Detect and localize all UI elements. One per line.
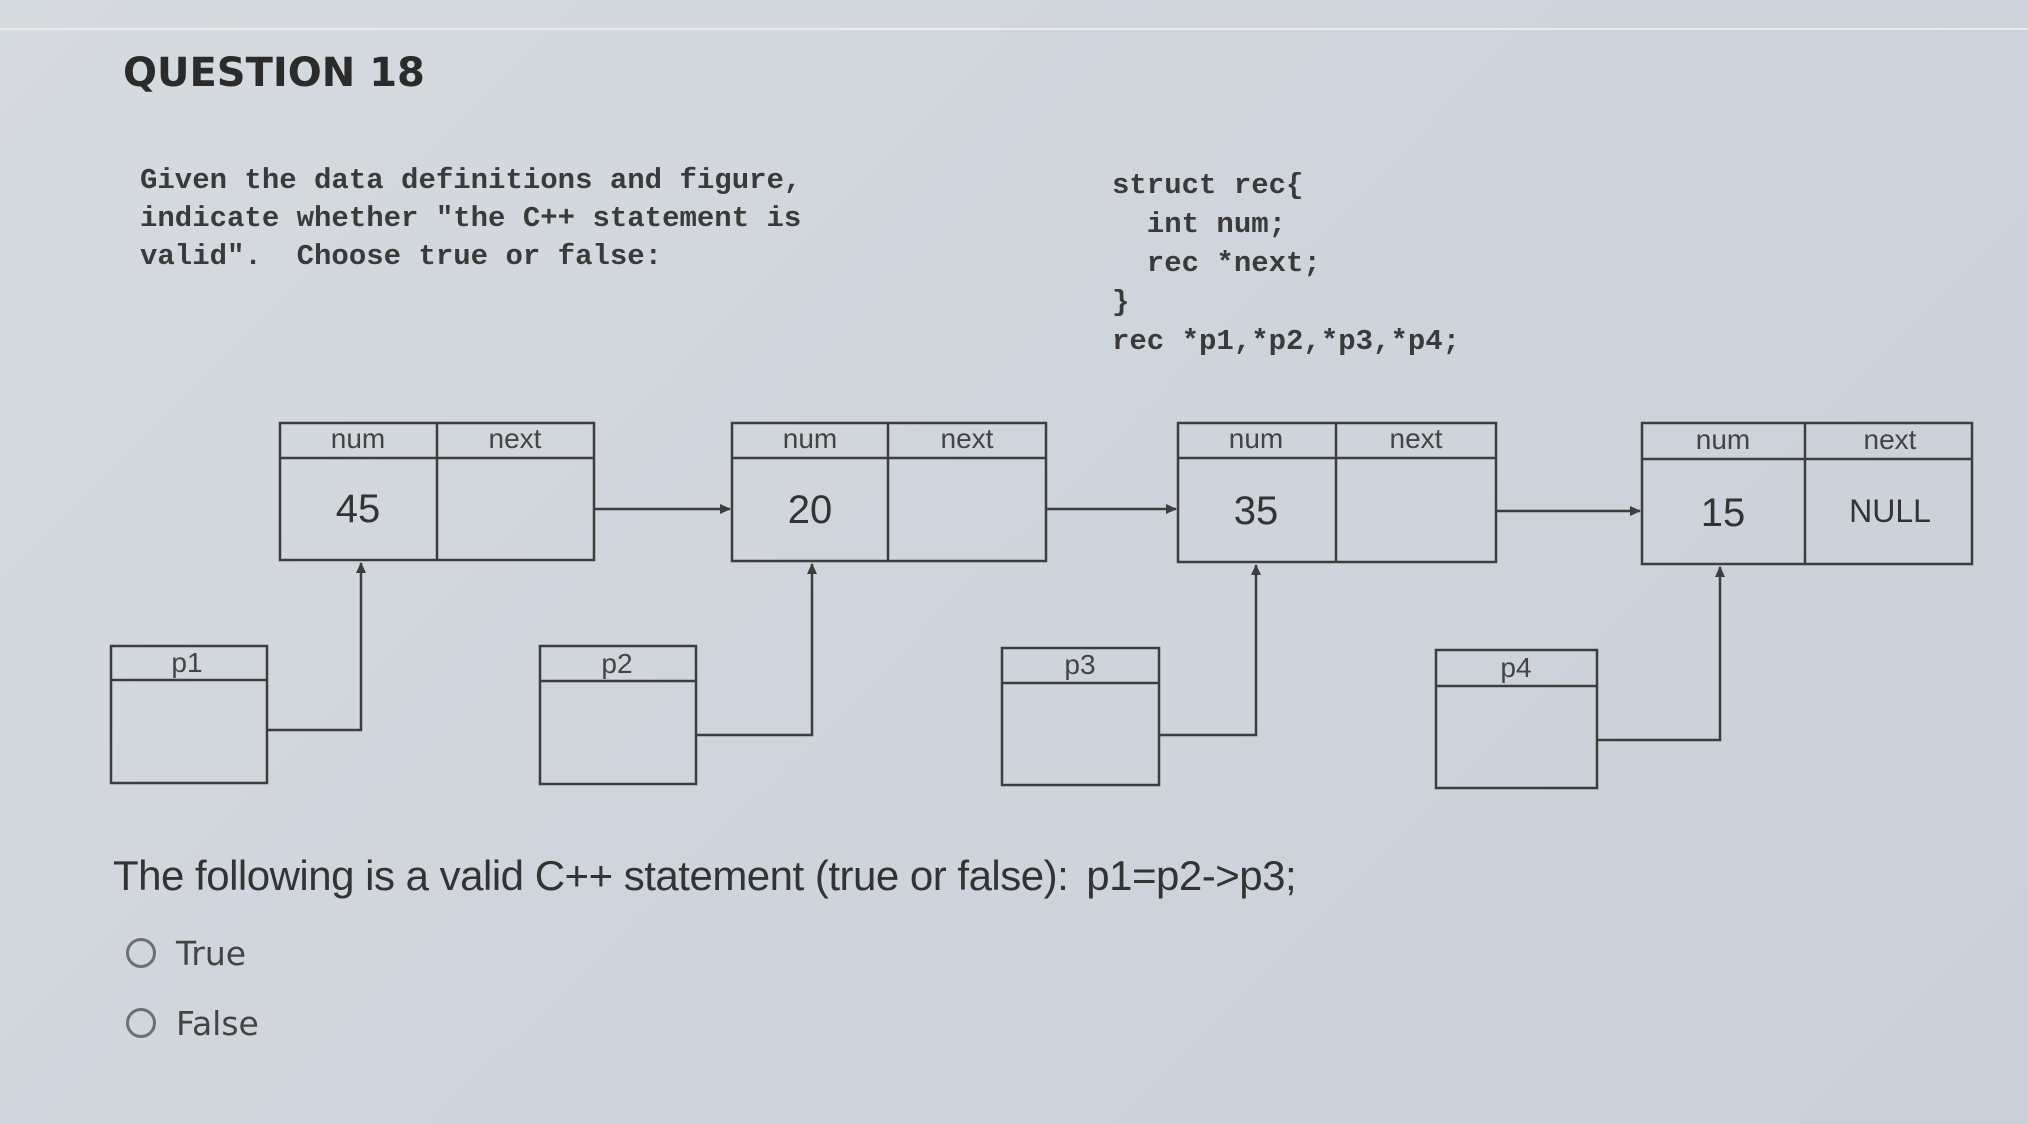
pointer-box-p3: p3 [1000, 564, 1261, 787]
top-divider [0, 28, 2028, 30]
num-field-label: num [1229, 423, 1283, 454]
pointer-box [109, 644, 269, 785]
pointer-arrow [1159, 564, 1261, 737]
pointer-label: p2 [601, 648, 632, 679]
statement-expression: p1=p2->p3; [1086, 852, 1297, 899]
next-field-label: next [489, 423, 542, 454]
question-prompt: Given the data definitions and figure, i… [140, 164, 802, 273]
pointer-box-p1: p1 [109, 562, 366, 785]
num-value: 20 [788, 488, 833, 532]
radio-button-false[interactable] [126, 1008, 156, 1038]
question-title: QUESTION 18 [123, 50, 425, 96]
pointer-label: p1 [171, 647, 202, 678]
pointer-arrow [1597, 566, 1725, 742]
option-label-false: False [176, 1003, 259, 1043]
answer-options: True False [126, 918, 259, 1058]
next-field-label: next [1864, 424, 1917, 455]
option-label-true: True [176, 933, 247, 973]
struct-definition-code: struct rec{ int num; rec *next; } rec *p… [1112, 169, 1461, 358]
pointer-box [538, 644, 698, 786]
list-node-1: num next 45 [278, 421, 596, 562]
pointer-arrow [696, 563, 817, 737]
num-value: 35 [1234, 489, 1279, 533]
list-node-2: num next 20 [730, 421, 1048, 563]
pointer-box [1434, 648, 1599, 790]
next-field-label: next [1390, 423, 1443, 454]
list-node-3: num next 35 [1176, 421, 1498, 564]
pointer-box-p4: p4 [1434, 566, 1725, 790]
next-field-label: next [941, 423, 994, 454]
num-field-label: num [331, 423, 385, 454]
num-field-label: num [783, 423, 837, 454]
pointer-label: p3 [1064, 649, 1095, 680]
num-value: 15 [1701, 491, 1746, 535]
num-value: 45 [336, 487, 381, 531]
question-statement: The following is a valid C++ statement (… [113, 852, 1297, 900]
pointer-box-p2: p2 [538, 563, 817, 786]
num-field-label: num [1696, 424, 1750, 455]
pointer-arrow [267, 562, 366, 732]
radio-button-true[interactable] [126, 938, 156, 968]
pointer-box [1000, 646, 1161, 787]
node-box [1640, 421, 1974, 566]
option-false[interactable]: False [126, 988, 259, 1058]
list-node-4: num next 15 NULL [1640, 421, 1974, 566]
option-true[interactable]: True [126, 918, 259, 988]
pointer-label: p4 [1500, 652, 1531, 683]
statement-text: The following is a valid C++ statement (… [113, 852, 1069, 899]
next-value: NULL [1849, 493, 1931, 529]
